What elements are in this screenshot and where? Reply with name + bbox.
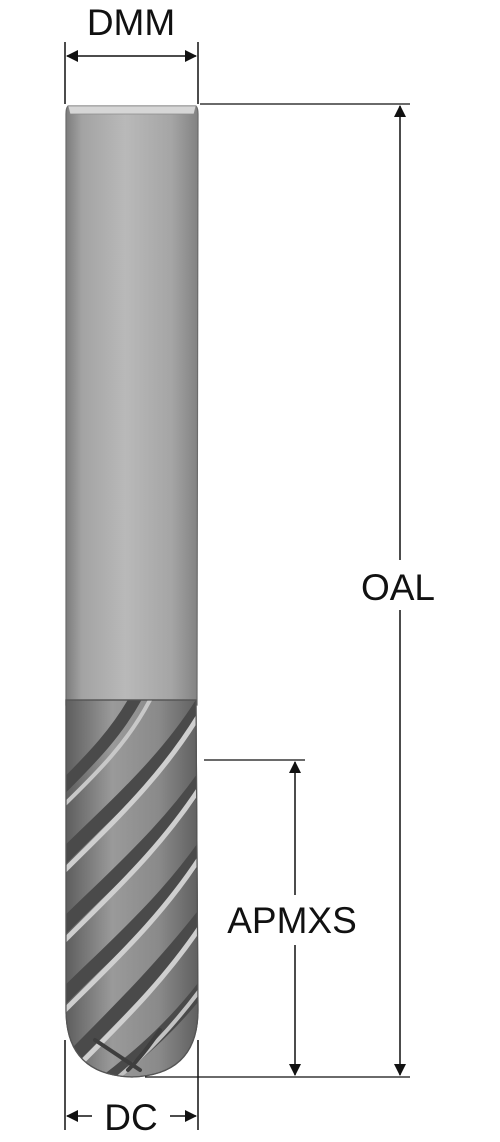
dmm-dimension: DMM — [64, 2, 199, 104]
dmm-label: DMM — [87, 2, 175, 43]
tool-flutes — [65, 699, 199, 1078]
apmxs-dimension: APMXS — [204, 759, 357, 1076]
tool-shank — [65, 105, 199, 706]
oal-label: OAL — [361, 567, 435, 608]
oal-dimension: OAL — [145, 103, 435, 1078]
end-mill-tool — [65, 105, 199, 1078]
dc-label: DC — [104, 1097, 157, 1138]
shank-chamfer — [67, 105, 197, 115]
dc-dimension: DC — [64, 1040, 199, 1138]
apmxs-label: APMXS — [227, 900, 357, 941]
